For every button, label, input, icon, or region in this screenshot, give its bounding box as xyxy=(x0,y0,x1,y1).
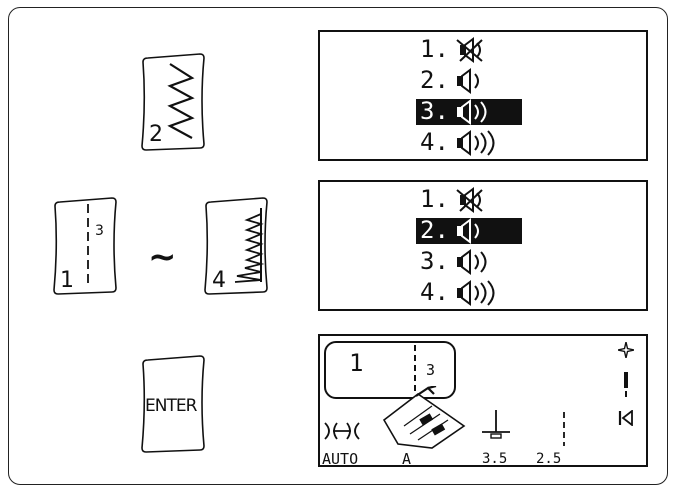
speaker-medium-icon xyxy=(457,99,487,125)
straight-stitch-key[interactable]: 1 3 xyxy=(50,196,122,296)
stitch-length-value: 2.5 xyxy=(536,451,562,467)
range-symbol: ~ xyxy=(148,237,177,277)
status-screen: 1 3 xyxy=(318,334,648,467)
stitch-width-value: 3.5 xyxy=(482,451,508,467)
straight-key-sub-number: 3 xyxy=(95,223,104,239)
buzzer-option-4[interactable]: 4. xyxy=(420,277,560,307)
speaker-mute-icon xyxy=(456,187,483,213)
instruction-panel xyxy=(8,7,668,485)
buzzer-option-3-selected[interactable]: 3. xyxy=(416,96,540,126)
pattern-sub-number: 3 xyxy=(426,361,436,379)
buzzer-menu-screen-2: 1. 2. 3. 4. xyxy=(318,180,648,311)
speaker-low-icon xyxy=(457,68,479,94)
speaker-low-icon xyxy=(457,218,479,244)
enter-key-label: ENTER xyxy=(145,396,197,416)
buzzer-option-number: 3. xyxy=(420,97,449,125)
buzzer-option-number: 2. xyxy=(420,216,449,244)
zigzag-key-number: 2 xyxy=(149,122,163,147)
speaker-mute-icon xyxy=(456,37,483,63)
straight-key-number: 1 xyxy=(60,268,74,293)
reverse-stitch-icon xyxy=(618,410,633,426)
straight-stitch-dashed-icon xyxy=(414,345,416,395)
buzzer-option-2-selected[interactable]: 2. xyxy=(416,215,540,245)
buzzer-option-2[interactable]: 2. xyxy=(420,65,540,95)
foot-type-label: A xyxy=(402,450,412,468)
auto-tension-label: AUTO xyxy=(322,450,359,468)
needle-icon xyxy=(624,372,628,397)
speaker-high-icon xyxy=(457,280,495,306)
buzzer-option-number: 4. xyxy=(420,278,449,306)
buzzer-option-number: 1. xyxy=(420,35,449,63)
stitch-length-icon xyxy=(563,412,565,446)
buzzer-menu-screen-1: 1. 2. 3. 4. xyxy=(318,30,648,161)
buzzer-option-number: 2. xyxy=(420,66,449,94)
buzzer-option-number: 3. xyxy=(420,247,449,275)
overlock-stitch-key[interactable]: 4 xyxy=(201,196,273,296)
zigzag-stitch-key[interactable]: 2 xyxy=(138,52,210,152)
presser-foot-icon xyxy=(382,386,466,449)
buzzer-option-3[interactable]: 3. xyxy=(420,246,540,276)
stitch-width-icon xyxy=(482,410,510,439)
buzzer-option-1[interactable]: 1. xyxy=(420,184,540,214)
sparkle-icon xyxy=(618,342,634,358)
overlock-key-number: 4 xyxy=(212,268,226,293)
buzzer-option-number: 4. xyxy=(420,128,449,156)
buzzer-option-4[interactable]: 4. xyxy=(420,127,560,157)
pattern-display-box: 1 3 xyxy=(324,341,456,399)
buzzer-option-1[interactable]: 1. xyxy=(420,34,540,64)
thread-tension-icon xyxy=(324,422,360,440)
speaker-medium-icon xyxy=(457,249,487,275)
buzzer-option-number: 1. xyxy=(420,185,449,213)
speaker-high-icon xyxy=(457,130,495,156)
pattern-number: 1 xyxy=(349,349,364,377)
enter-key[interactable]: ENTER xyxy=(138,354,210,454)
